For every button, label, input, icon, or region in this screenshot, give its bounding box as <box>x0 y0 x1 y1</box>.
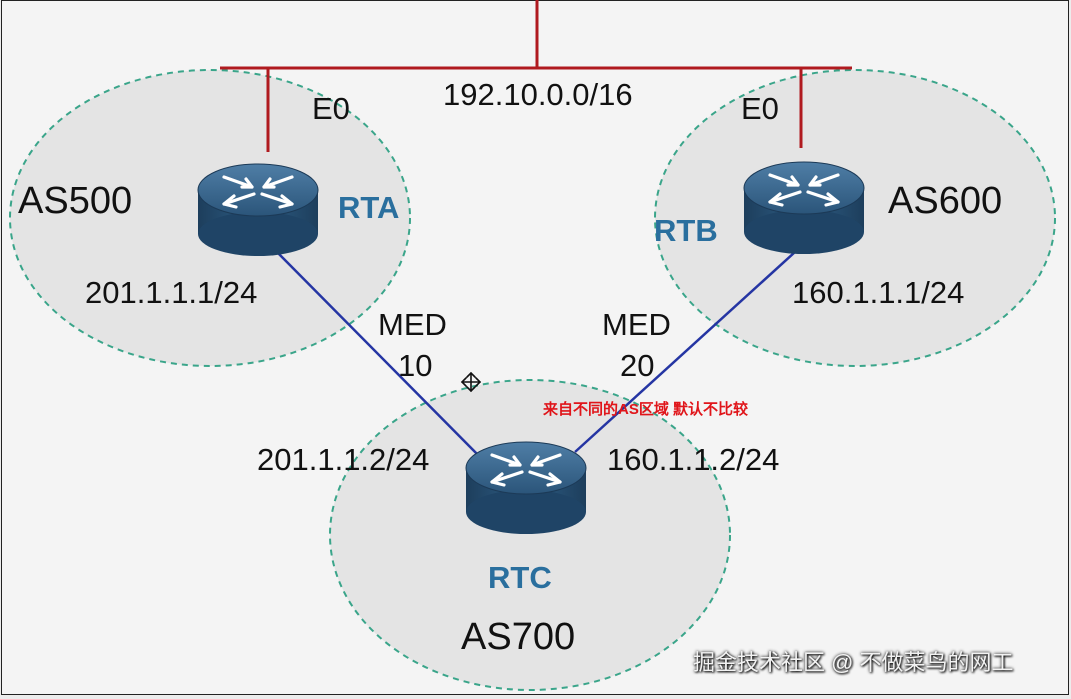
annotation-note: 来自不同的AS区域 默认不比较 <box>543 401 749 418</box>
rta-ip-label: 201.1.1.1/24 <box>85 275 258 310</box>
as700-label: AS700 <box>461 616 576 658</box>
router-rtb-icon[interactable] <box>742 160 866 256</box>
rtb-ip-label: 160.1.1.1/24 <box>792 275 965 310</box>
med-left-label: MED <box>378 307 447 342</box>
med-right-value: 20 <box>620 348 655 383</box>
as500-label: AS500 <box>18 180 133 222</box>
router-rta-icon[interactable] <box>196 162 320 258</box>
med-right-label: MED <box>602 307 671 342</box>
rta-interface-label: E0 <box>312 91 350 126</box>
rtc-name-label: RTC <box>488 560 552 595</box>
router-rtc-icon[interactable] <box>464 440 588 536</box>
network-label: 192.10.0.0/16 <box>443 77 633 112</box>
rta-name-label: RTA <box>338 190 400 225</box>
rtb-interface-label: E0 <box>741 91 779 126</box>
rtb-name-label: RTB <box>654 213 718 248</box>
watermark: 掘金技术社区 @ 不做菜鸟的网工 <box>693 650 1014 675</box>
move-cursor-icon <box>460 371 482 393</box>
zone-as700 <box>329 379 731 691</box>
rtc-left-ip-label: 201.1.1.2/24 <box>257 442 430 477</box>
link-rta-rtc <box>274 249 486 463</box>
as600-label: AS600 <box>888 180 1003 222</box>
med-left-value: 10 <box>398 348 433 383</box>
rtc-right-ip-label: 160.1.1.2/24 <box>607 442 780 477</box>
link-rtb-rtc <box>574 251 796 453</box>
